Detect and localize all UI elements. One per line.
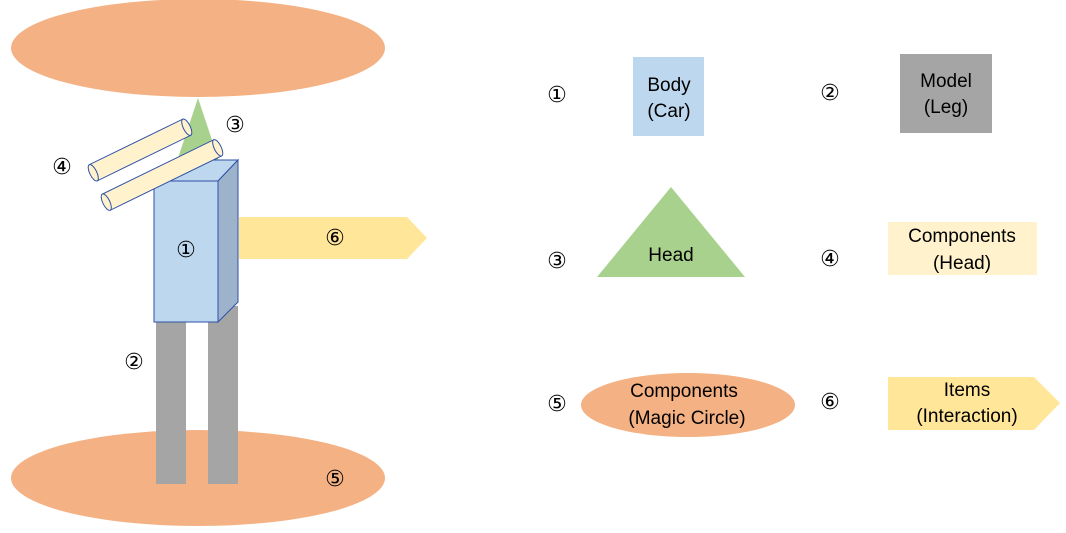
legend-marker-body: ① (547, 82, 567, 107)
marker-body: ① (176, 237, 196, 262)
legend-marker-interaction: ⑥ (820, 389, 840, 414)
marker-magic-circle: ⑤ (325, 466, 345, 491)
legend-label-head-component: Components (908, 226, 1016, 247)
bottom-magic-circle (11, 430, 385, 526)
legend-marker-head-component: ④ (820, 246, 840, 271)
legend-sublabel-head-component: (Head) (933, 253, 991, 274)
marker-model: ② (124, 349, 144, 374)
legend-sublabel-magic-circle: (Magic Circle) (628, 408, 745, 429)
legend-sublabel-interaction: (Interaction) (916, 406, 1017, 427)
legend-label-interaction: Items (944, 380, 990, 401)
marker-head: ③ (225, 112, 245, 137)
legend-swatch-model (900, 54, 992, 133)
marker-interaction: ⑥ (325, 225, 345, 250)
head-component-cylinder-lower (100, 139, 224, 211)
legend-label-magic-circle: Components (630, 381, 738, 402)
legend-swatch-magic-circle (581, 373, 795, 437)
top-magic-circle (11, 0, 385, 97)
legend-label-body: Body (647, 75, 691, 96)
body-side-face (217, 158, 239, 324)
legend-swatch-body (633, 57, 704, 136)
left-leg (156, 306, 186, 484)
legend-marker-model: ② (820, 80, 840, 105)
interaction-arrow (239, 217, 427, 259)
legend-label-head: Head (648, 245, 693, 266)
legend-label-model: Model (920, 71, 972, 92)
legend-swatch-interaction (888, 377, 1060, 430)
right-leg (208, 306, 238, 484)
legend-swatch-head (597, 187, 745, 277)
legend-marker-magic-circle: ⑤ (547, 391, 567, 416)
legend-sublabel-body: (Car) (647, 101, 690, 122)
body-front-face (153, 180, 219, 323)
legend-marker-head: ③ (547, 248, 567, 273)
legend-sublabel-model: (Leg) (924, 97, 968, 118)
marker-head-component: ④ (52, 154, 72, 179)
head-component-cylinder-upper (87, 118, 193, 182)
legend-swatch-head-component (888, 222, 1037, 275)
